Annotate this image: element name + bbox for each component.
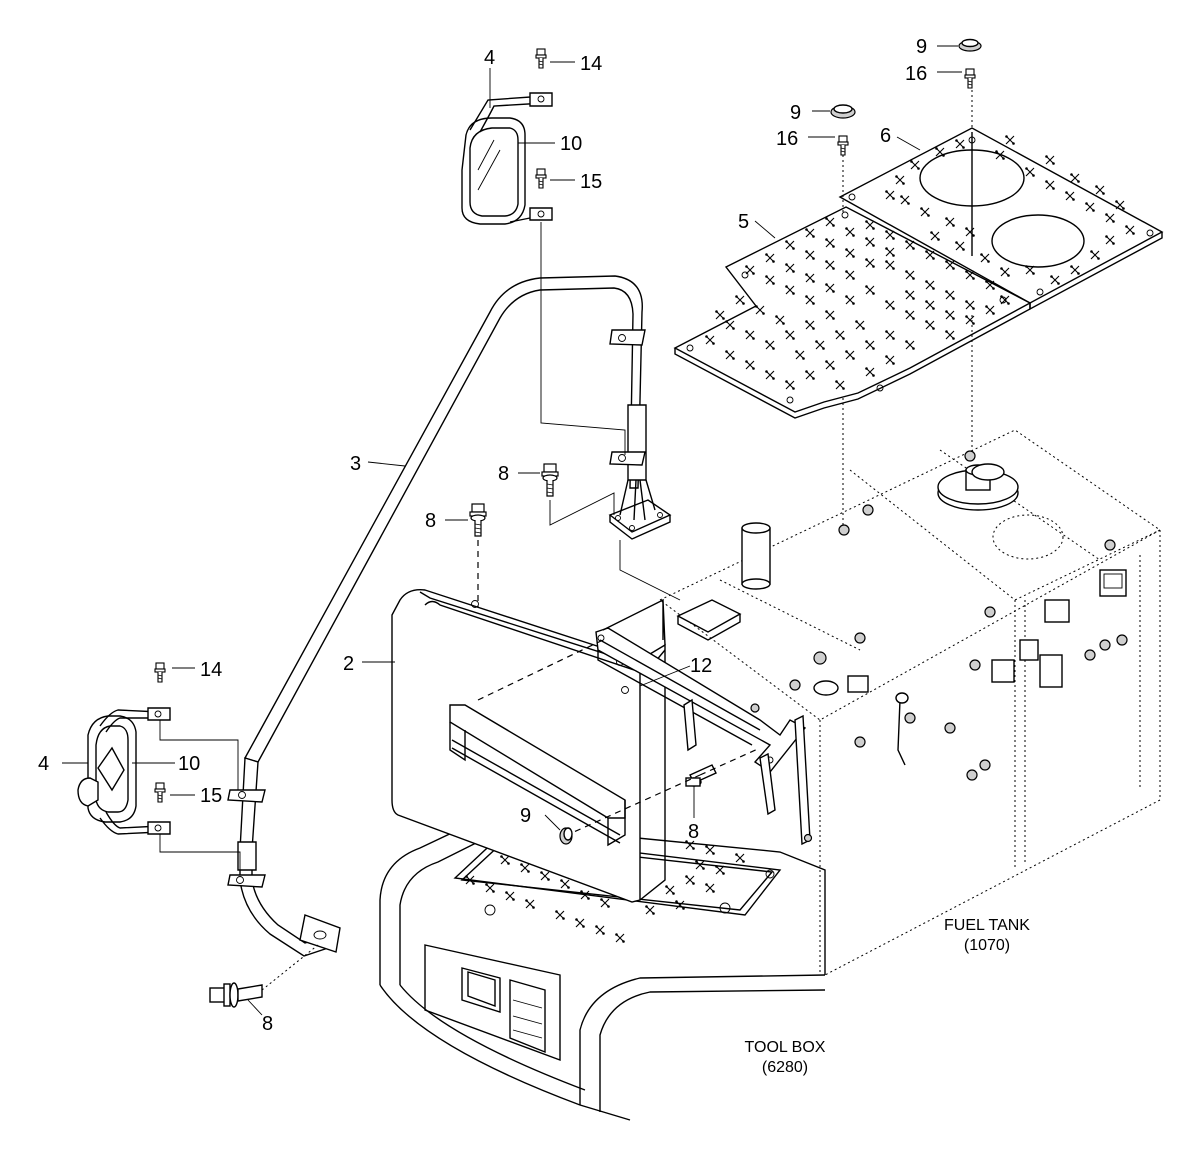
callout-8-support: 8 — [688, 821, 699, 843]
bolt-8-bottom — [209, 982, 263, 1008]
bolt-8-support — [685, 764, 717, 787]
callout-labels: 4 14 10 15 9 16 9 16 6 5 3 8 8 2 12 14 4… — [38, 36, 927, 1035]
bolt-15-left — [154, 782, 166, 803]
callout-3: 3 — [350, 453, 361, 475]
callout-5: 5 — [738, 211, 749, 233]
callout-12: 12 — [690, 655, 712, 677]
cap-9-box — [559, 827, 573, 845]
battery-box-2 — [391, 589, 666, 903]
fuel-tank-name: FUEL TANK — [944, 917, 1030, 934]
tool-box-code: (6280) — [762, 1059, 808, 1076]
leader-lines — [62, 45, 962, 1016]
bolt-14-left — [154, 662, 166, 683]
step-plate-5 — [673, 206, 1032, 419]
handrail-3 — [227, 275, 672, 957]
callout-9-box: 9 — [520, 805, 531, 827]
reference-captions: FUEL TANK (1070) TOOL BOX (6280) — [745, 917, 1031, 1076]
callout-9-mid: 9 — [790, 102, 801, 124]
mirror-left — [77, 707, 171, 835]
callout-6: 6 — [880, 125, 891, 147]
callout-10-top: 10 — [560, 133, 582, 155]
fuel-tank-code: (1070) — [964, 937, 1010, 954]
callout-14-left: 14 — [200, 659, 222, 681]
callout-2: 2 — [343, 653, 354, 675]
callout-8-bottom: 8 — [262, 1013, 273, 1035]
bolt-14-top — [535, 48, 547, 69]
bolt-8-a — [541, 463, 559, 497]
callout-4-left: 4 — [38, 753, 49, 775]
tool-box-grid — [464, 836, 775, 944]
callout-14-top: 14 — [580, 53, 602, 75]
callout-10-left: 10 — [178, 753, 200, 775]
bolt-15-top — [535, 168, 547, 189]
callout-8-a: 8 — [498, 463, 509, 485]
bracket-12 — [595, 598, 813, 846]
callout-8-b: 8 — [425, 510, 436, 532]
bolt-16-top-right — [964, 68, 976, 89]
bolt-16-mid — [837, 135, 849, 156]
tank-details — [676, 450, 1128, 781]
callout-16-top-right: 16 — [905, 63, 927, 85]
callout-16-mid: 16 — [776, 128, 798, 150]
cap-9-top-right — [958, 38, 982, 52]
tool-box-name: TOOL BOX — [745, 1039, 826, 1056]
callout-15-left: 15 — [200, 785, 222, 807]
fuel-tank-frame — [659, 429, 1161, 976]
callout-9-top-right: 9 — [916, 36, 927, 58]
cap-9-mid — [830, 104, 856, 119]
tank-bosses — [750, 450, 1128, 781]
mirror-top — [461, 92, 553, 225]
callout-15-top: 15 — [580, 171, 602, 193]
callout-4-top: 4 — [484, 47, 495, 69]
bolt-8-b — [469, 503, 487, 537]
